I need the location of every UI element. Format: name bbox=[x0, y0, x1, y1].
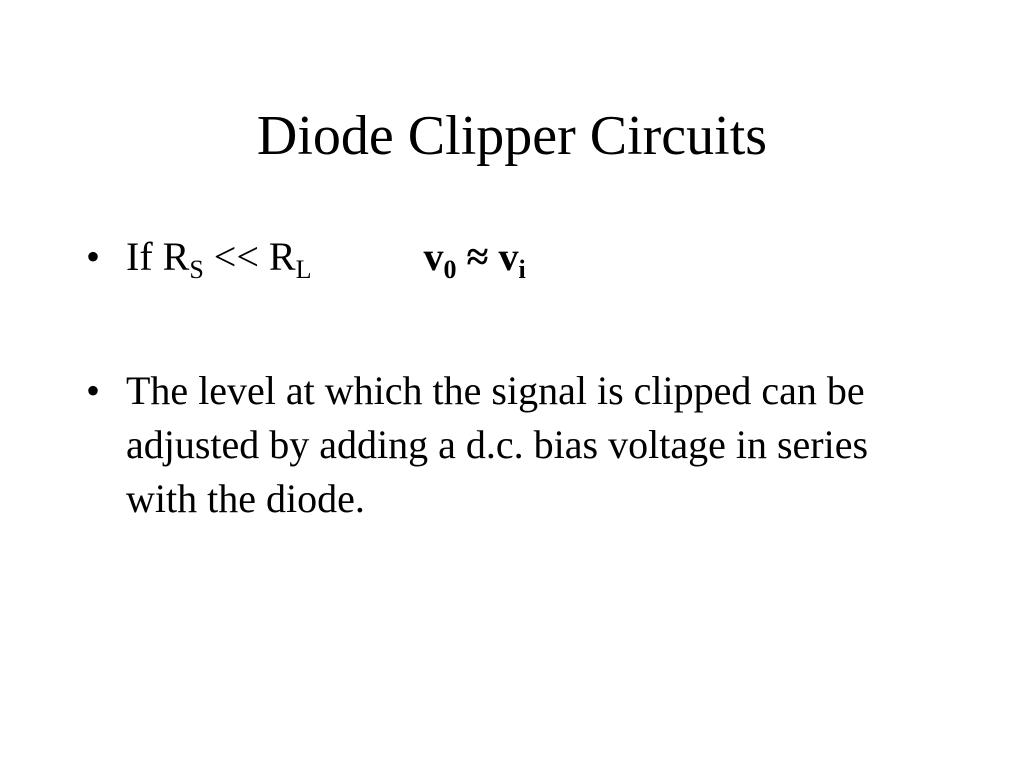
formula-rhs-subscript: i bbox=[518, 255, 526, 284]
bullet-item-clipping-level: • The level at which the signal is clipp… bbox=[86, 364, 946, 526]
condition-subscript-s: S bbox=[189, 255, 204, 284]
formula-operator: ≈ bbox=[456, 234, 499, 279]
slide-title: Diode Clipper Circuits bbox=[256, 105, 768, 167]
condition-text: If RS << RL bbox=[126, 234, 311, 283]
condition-subscript-l: L bbox=[295, 255, 312, 284]
bullet-marker: • bbox=[86, 368, 101, 413]
formula-rhs: v bbox=[498, 234, 519, 279]
condition-middle: << R bbox=[203, 234, 296, 279]
bullet-marker: • bbox=[86, 234, 101, 279]
formula-lhs-subscript: 0 bbox=[443, 255, 457, 284]
formula-lhs: v bbox=[423, 234, 444, 279]
condition-prefix: If R bbox=[126, 234, 190, 279]
bullet-text: The level at which the signal is clipped… bbox=[126, 368, 869, 521]
approximation-formula: v0 ≈ vi bbox=[423, 230, 525, 284]
